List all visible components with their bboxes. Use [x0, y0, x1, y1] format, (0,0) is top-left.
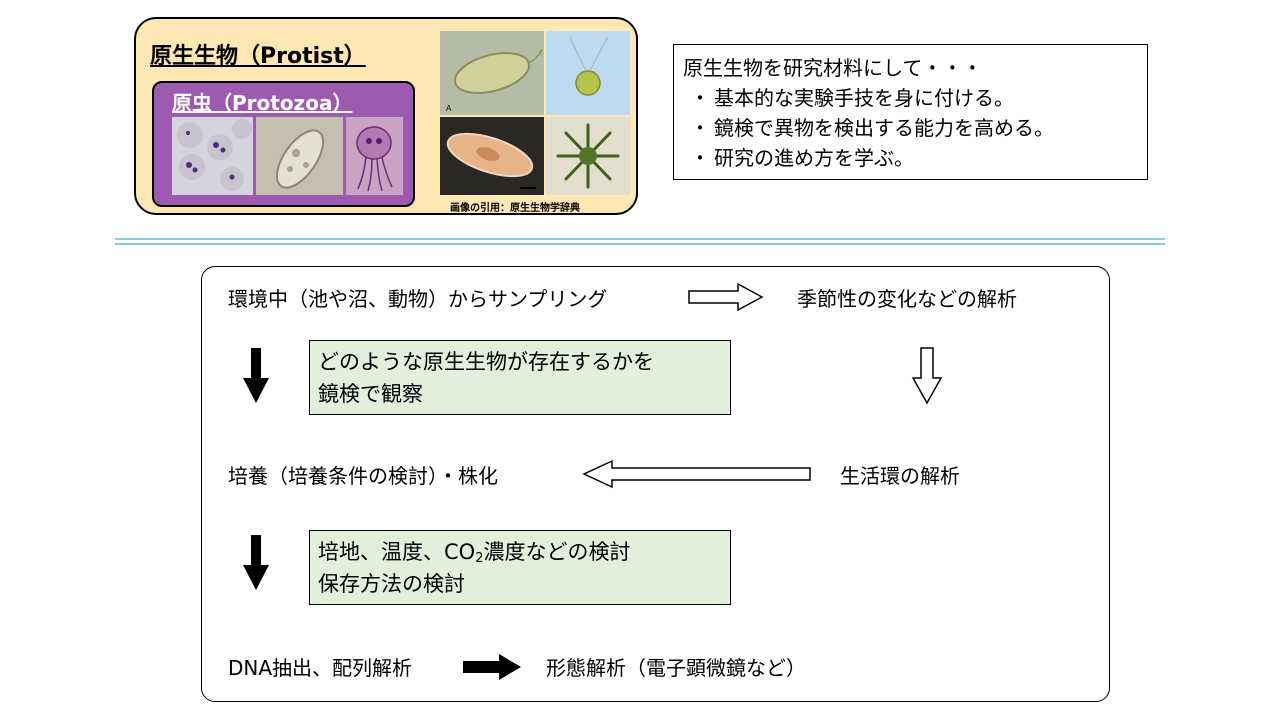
giardia-image — [346, 117, 403, 195]
hollow-left-arrow-icon — [582, 459, 811, 489]
step-lifecycle-analysis: 生活環の解析 — [840, 464, 960, 488]
conditions-box — [309, 530, 731, 605]
step-morphology-analysis: 形態解析（電子顕微鏡など） — [546, 656, 806, 680]
goal-item: ・研究の進め方を学ぶ。 — [690, 142, 914, 171]
image-credit: 画像の引用：原生生物学辞典 — [450, 203, 580, 214]
goal-text: 基本的な実験手技を身に付ける。 — [714, 86, 1014, 110]
paramecium-image — [440, 117, 544, 195]
protozoa-title: 原虫（Protozoa） — [172, 91, 353, 115]
euglena-image: A — [440, 31, 544, 115]
ciliate-image — [256, 117, 343, 195]
observation-text-line2: 鏡検で観察 — [318, 382, 423, 406]
protist-title: 原生生物（Protist） — [150, 44, 366, 69]
subscript-2: 2 — [475, 551, 484, 566]
goals-box — [673, 44, 1148, 180]
conditions-text-line2: 保存方法の検討 — [318, 572, 465, 596]
divider — [115, 238, 1165, 240]
step-dna-analysis: DNA抽出、配列解析 — [228, 656, 413, 680]
goal-text: 研究の進め方を学ぶ。 — [714, 146, 914, 170]
conditions-text: 濃度などの検討 — [483, 540, 631, 564]
down-arrow-icon — [243, 348, 269, 403]
down-arrow-icon — [243, 535, 269, 590]
step-seasonal-analysis: 季節性の変化などの解析 — [797, 287, 1017, 311]
colonial-alga-image — [546, 117, 630, 195]
right-arrow-icon — [463, 654, 521, 680]
bullet: ・ — [690, 146, 710, 170]
workflow-panel — [201, 266, 1110, 702]
bullet: ・ — [690, 116, 710, 140]
hollow-right-arrow-icon — [688, 282, 764, 312]
svg-text:A: A — [446, 104, 452, 113]
goal-text: 鏡検で異物を検出する能力を高める。 — [714, 116, 1054, 140]
step-culture: 培養（培養条件の検討）・株化 — [228, 464, 498, 488]
hollow-down-arrow-icon — [911, 347, 943, 405]
conditions-text-line1: 培地、温度、CO2濃度などの検討 — [318, 536, 630, 566]
conditions-text: 培地、温度、CO — [318, 540, 476, 564]
observation-box — [309, 340, 731, 415]
chlamydomonas-image — [546, 31, 630, 115]
blood-parasite-image — [172, 117, 253, 195]
step-sampling: 環境中（池や沼、動物）からサンプリング — [228, 287, 608, 311]
bullet: ・ — [690, 86, 710, 110]
divider — [115, 243, 1165, 245]
observation-text-line1: どのような原生生物が存在するかを — [318, 350, 654, 374]
goal-item: ・基本的な実験手技を身に付ける。 — [690, 82, 1014, 111]
goals-heading: 原生生物を研究材料にして・・・ — [683, 56, 983, 80]
goal-item: ・鏡検で異物を検出する能力を高める。 — [690, 112, 1054, 141]
